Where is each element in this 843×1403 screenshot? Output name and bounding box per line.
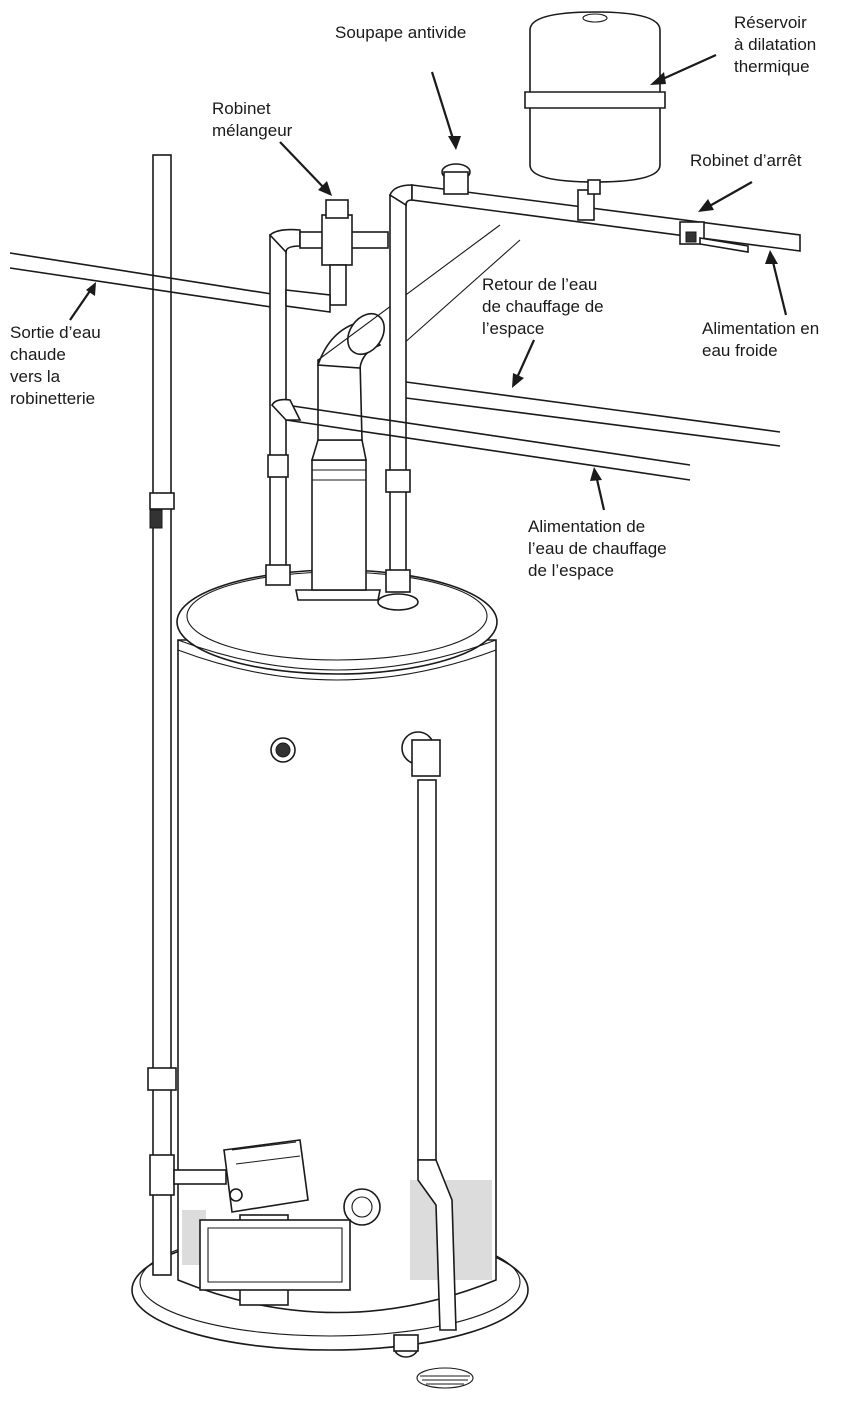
label-line: chaude [10,345,66,364]
label-vacuum-relief: Soupape antivide [335,22,466,44]
expansion-tank [524,11,666,195]
side-fittings [270,731,457,1331]
label-line: eau froide [702,341,778,360]
label-shutoff-valve: Robinet d’arrêt [690,150,802,172]
label-cold-supply: Alimentation en eau froide [702,318,819,362]
label-line: Réservoir [734,13,807,32]
label-line: Alimentation en [702,319,820,338]
hot-outlet-horizontal [9,252,279,309]
label-line: Robinet [212,99,271,118]
label-line: Retour de l’eau [482,275,598,294]
drain-valve [393,1334,419,1358]
guide-lines [317,224,521,361]
hot-outlet-pipe [147,154,227,1276]
flue-vent [295,312,385,601]
label-expansion-tank: Réservoir à dilatation thermique [734,12,816,78]
label-mixing-valve: Robinet mélangeur [212,98,292,142]
tank-body [176,569,498,1314]
label-line: l’eau de chauffage [528,539,667,558]
label-line: mélangeur [212,121,293,140]
callout-arrows [69,53,788,511]
label-line: Alimentation de [528,517,646,536]
gas-control-unit [199,1139,351,1306]
label-line: Robinet d’arrêt [690,151,802,170]
label-line: Sortie d’eau [10,323,101,342]
label-line: de chauffage de [482,297,604,316]
cold-supply-riser [377,163,801,611]
label-line: vers la [10,367,61,386]
label-space-heat-return: Retour de l’eau de chauffage de l’espace [482,274,604,340]
label-space-heat-supply: Alimentation de l’eau de chauffage de l’… [528,516,667,582]
label-line: de l’espace [528,561,615,580]
space-heat-pipes [271,381,781,481]
label-line: Soupape antivide [335,23,467,42]
label-line: à dilatation [734,35,817,54]
label-line: l’espace [482,319,545,338]
label-line: robinetterie [10,389,96,408]
label-hot-outlet: Sortie d’eau chaude vers la robinetterie [10,322,101,410]
label-line: thermique [734,57,810,76]
